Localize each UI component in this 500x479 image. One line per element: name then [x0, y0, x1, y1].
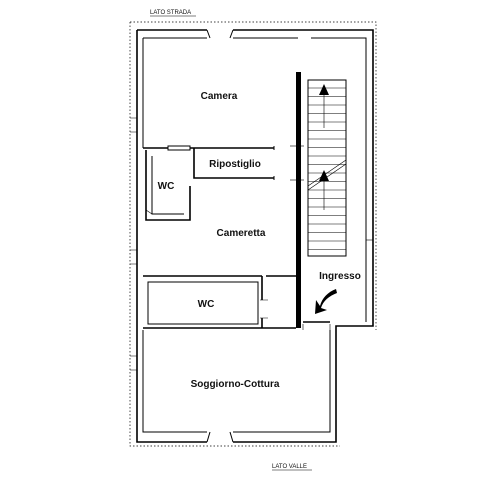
room-label-camera: Camera	[201, 91, 238, 102]
entry-arrow-icon	[315, 289, 337, 314]
lower-wc-walls	[143, 275, 296, 329]
upper-wc-walls	[145, 150, 191, 221]
camera-partition	[143, 145, 275, 180]
room-label-ingresso: Ingresso	[319, 271, 361, 282]
valley-side-label: LATO VALLE	[272, 464, 307, 470]
room-label-cameretta: Cameretta	[217, 228, 266, 239]
room-label-wc-upper: WC	[158, 181, 175, 192]
entrance-area	[302, 289, 337, 330]
outer-boundary	[129, 21, 377, 447]
room-label-wc-lower: WC	[198, 299, 215, 310]
street-side-label: LATO STRADA	[150, 10, 191, 16]
exterior-walls	[130, 29, 374, 443]
corridor-walls	[290, 72, 304, 328]
staircase	[307, 79, 347, 257]
room-label-ripostiglio: Ripostiglio	[209, 159, 261, 170]
room-label-soggiorno: Soggiorno-Cottura	[191, 379, 280, 390]
